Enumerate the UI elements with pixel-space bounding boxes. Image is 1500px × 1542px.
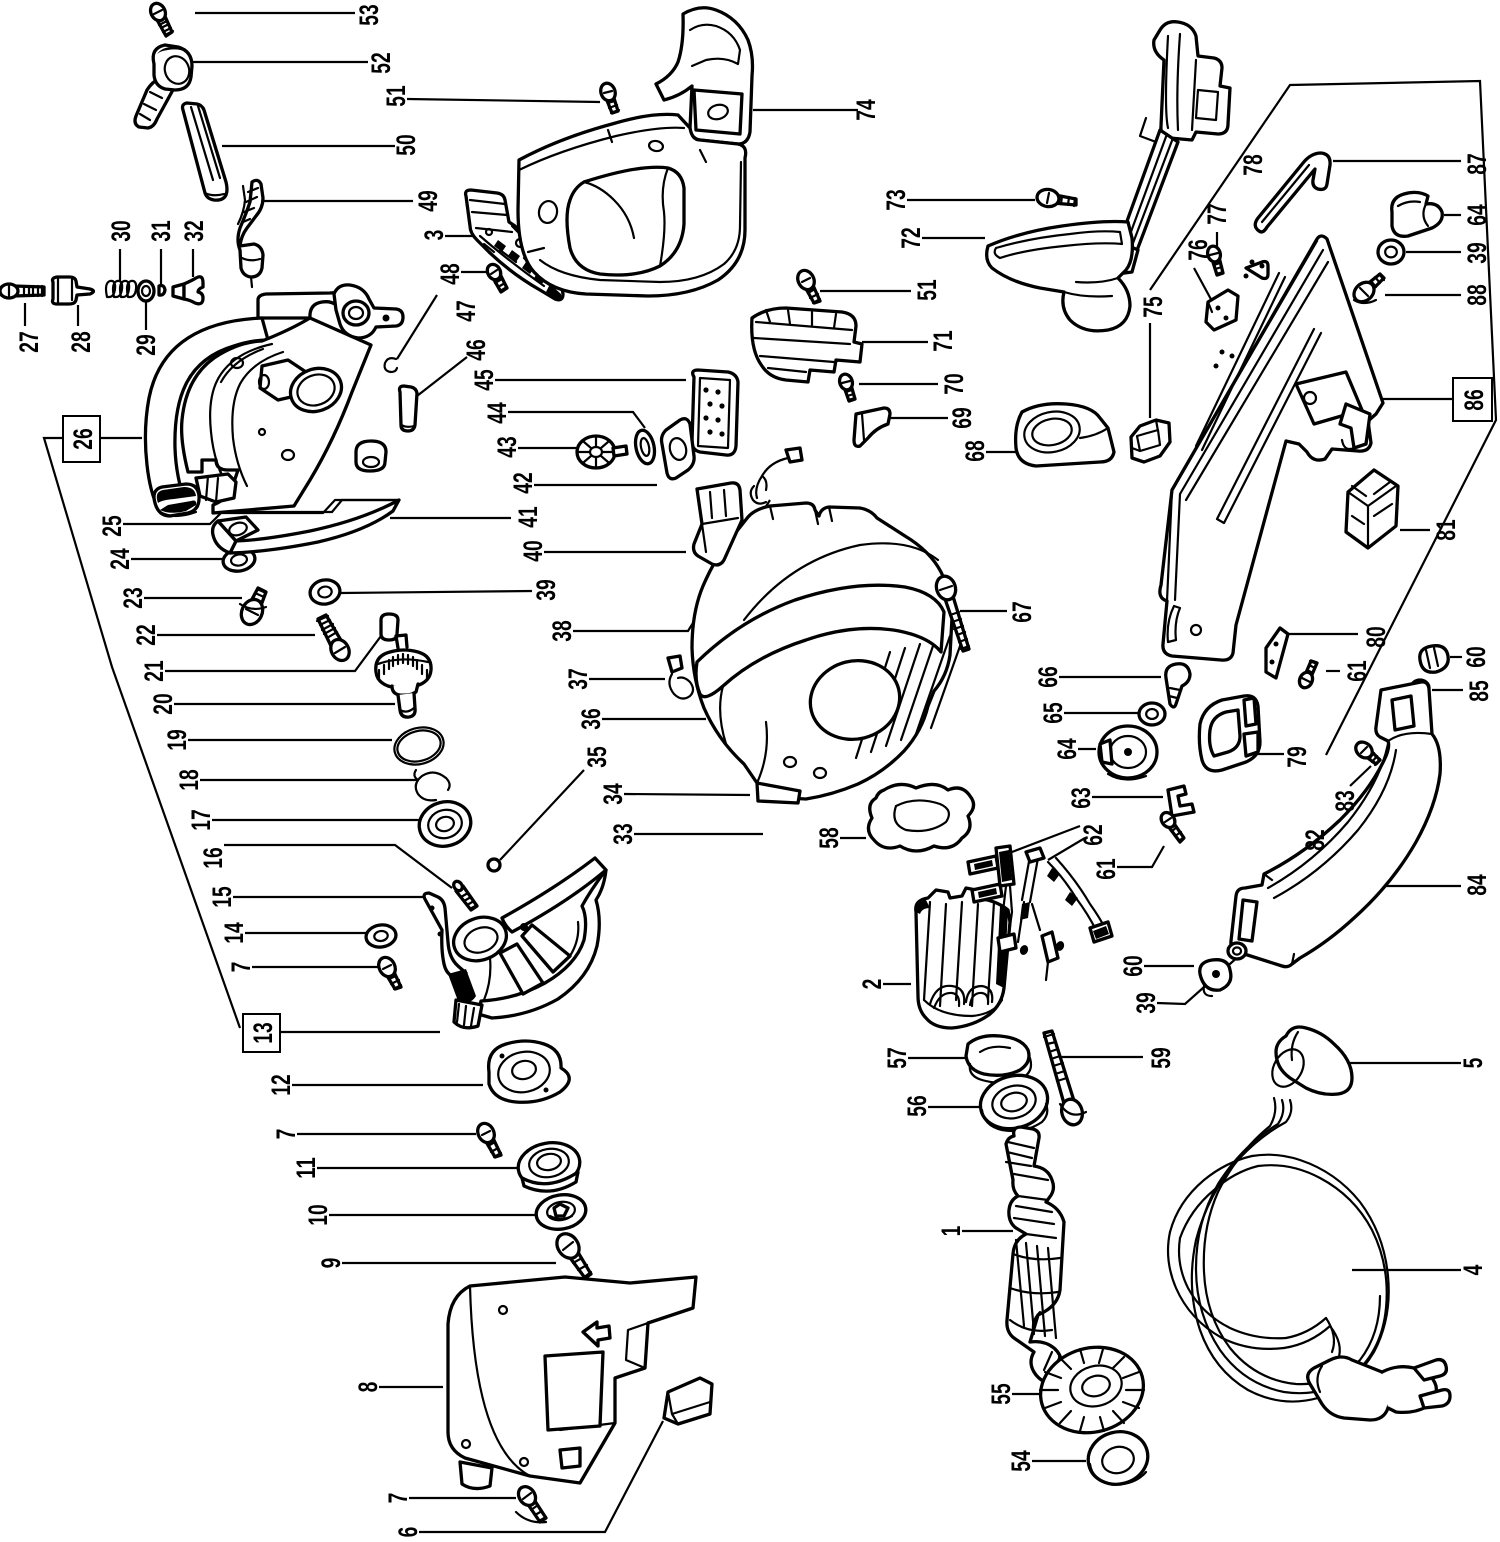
svg-text:56: 56	[902, 1095, 932, 1116]
svg-text:79: 79	[1282, 746, 1312, 767]
svg-text:7: 7	[271, 1129, 301, 1140]
svg-text:78: 78	[1238, 154, 1268, 175]
svg-text:64: 64	[1462, 204, 1492, 226]
svg-text:45: 45	[469, 369, 499, 390]
svg-text:22: 22	[131, 624, 161, 645]
svg-text:24: 24	[105, 548, 135, 570]
svg-text:61: 61	[1342, 660, 1372, 681]
svg-text:41: 41	[513, 506, 543, 527]
svg-text:27: 27	[14, 331, 44, 352]
svg-text:17: 17	[186, 809, 216, 830]
svg-text:42: 42	[508, 472, 538, 493]
svg-text:86: 86	[1459, 389, 1489, 410]
svg-text:67: 67	[1007, 601, 1037, 622]
svg-text:62: 62	[1078, 824, 1108, 845]
svg-text:72: 72	[896, 227, 926, 248]
svg-text:84: 84	[1462, 874, 1492, 896]
svg-text:58: 58	[814, 827, 844, 848]
svg-text:76: 76	[1183, 239, 1213, 260]
svg-text:57: 57	[882, 1047, 912, 1068]
svg-text:8: 8	[353, 1382, 383, 1393]
svg-text:28: 28	[66, 331, 96, 352]
svg-text:15: 15	[207, 886, 237, 907]
svg-text:10: 10	[303, 1204, 333, 1225]
svg-text:9: 9	[316, 1258, 346, 1269]
svg-text:38: 38	[547, 620, 577, 641]
svg-text:16: 16	[198, 847, 228, 868]
svg-text:1: 1	[936, 1226, 966, 1237]
svg-text:74: 74	[851, 99, 881, 121]
svg-text:29: 29	[131, 334, 161, 355]
svg-text:55: 55	[986, 1383, 1016, 1404]
svg-text:80: 80	[1361, 626, 1391, 647]
svg-text:46: 46	[461, 339, 491, 360]
svg-text:18: 18	[174, 769, 204, 790]
svg-text:73: 73	[881, 189, 911, 210]
svg-text:66: 66	[1033, 666, 1063, 687]
svg-text:53: 53	[354, 4, 384, 25]
svg-text:39: 39	[531, 579, 561, 600]
svg-text:2: 2	[857, 979, 887, 990]
svg-text:65: 65	[1038, 702, 1068, 723]
svg-text:32: 32	[179, 220, 209, 241]
svg-text:68: 68	[960, 440, 990, 461]
svg-text:12: 12	[266, 1074, 296, 1095]
svg-text:36: 36	[576, 708, 606, 729]
svg-text:63: 63	[1066, 787, 1096, 808]
svg-text:60: 60	[1118, 955, 1148, 976]
svg-text:85: 85	[1464, 680, 1494, 701]
svg-text:21: 21	[139, 660, 169, 681]
svg-text:48: 48	[435, 263, 465, 284]
svg-text:71: 71	[928, 330, 958, 351]
svg-text:5: 5	[1458, 1058, 1488, 1069]
svg-text:87: 87	[1462, 153, 1492, 174]
svg-text:7: 7	[226, 962, 256, 973]
svg-text:75: 75	[1138, 296, 1168, 317]
svg-text:88: 88	[1462, 284, 1492, 305]
svg-text:7: 7	[383, 1493, 413, 1504]
svg-text:49: 49	[413, 190, 443, 211]
svg-text:51: 51	[912, 279, 942, 300]
svg-text:30: 30	[106, 220, 136, 241]
svg-text:69: 69	[947, 407, 977, 428]
svg-text:51: 51	[381, 85, 411, 106]
svg-text:59: 59	[1146, 1047, 1176, 1068]
svg-text:54: 54	[1006, 1450, 1036, 1472]
svg-text:44: 44	[482, 402, 512, 424]
svg-text:61: 61	[1091, 858, 1121, 879]
svg-text:64: 64	[1052, 738, 1082, 760]
svg-text:82: 82	[1300, 829, 1330, 850]
svg-text:26: 26	[68, 428, 98, 449]
svg-text:47: 47	[451, 300, 481, 321]
svg-text:39: 39	[1131, 992, 1161, 1013]
svg-text:70: 70	[939, 373, 969, 394]
svg-text:11: 11	[291, 1157, 321, 1178]
svg-text:31: 31	[146, 220, 176, 241]
svg-text:19: 19	[162, 729, 192, 750]
svg-text:23: 23	[118, 587, 148, 608]
svg-text:39: 39	[1462, 242, 1492, 263]
svg-text:77: 77	[1202, 203, 1232, 224]
svg-text:4: 4	[1458, 1264, 1488, 1275]
svg-text:35: 35	[582, 746, 612, 767]
svg-text:6: 6	[393, 1527, 423, 1538]
svg-text:33: 33	[608, 823, 638, 844]
svg-text:43: 43	[492, 436, 522, 457]
svg-text:14: 14	[219, 922, 249, 944]
svg-text:3: 3	[419, 230, 449, 241]
svg-text:40: 40	[518, 540, 548, 561]
svg-text:60: 60	[1461, 646, 1491, 667]
svg-text:81: 81	[1431, 519, 1461, 540]
svg-text:34: 34	[598, 783, 628, 805]
svg-text:50: 50	[391, 134, 421, 155]
svg-text:20: 20	[148, 693, 178, 714]
svg-text:37: 37	[563, 668, 593, 689]
svg-text:52: 52	[366, 52, 396, 73]
svg-text:25: 25	[97, 515, 127, 536]
svg-text:13: 13	[248, 1022, 278, 1043]
svg-text:83: 83	[1330, 790, 1360, 811]
